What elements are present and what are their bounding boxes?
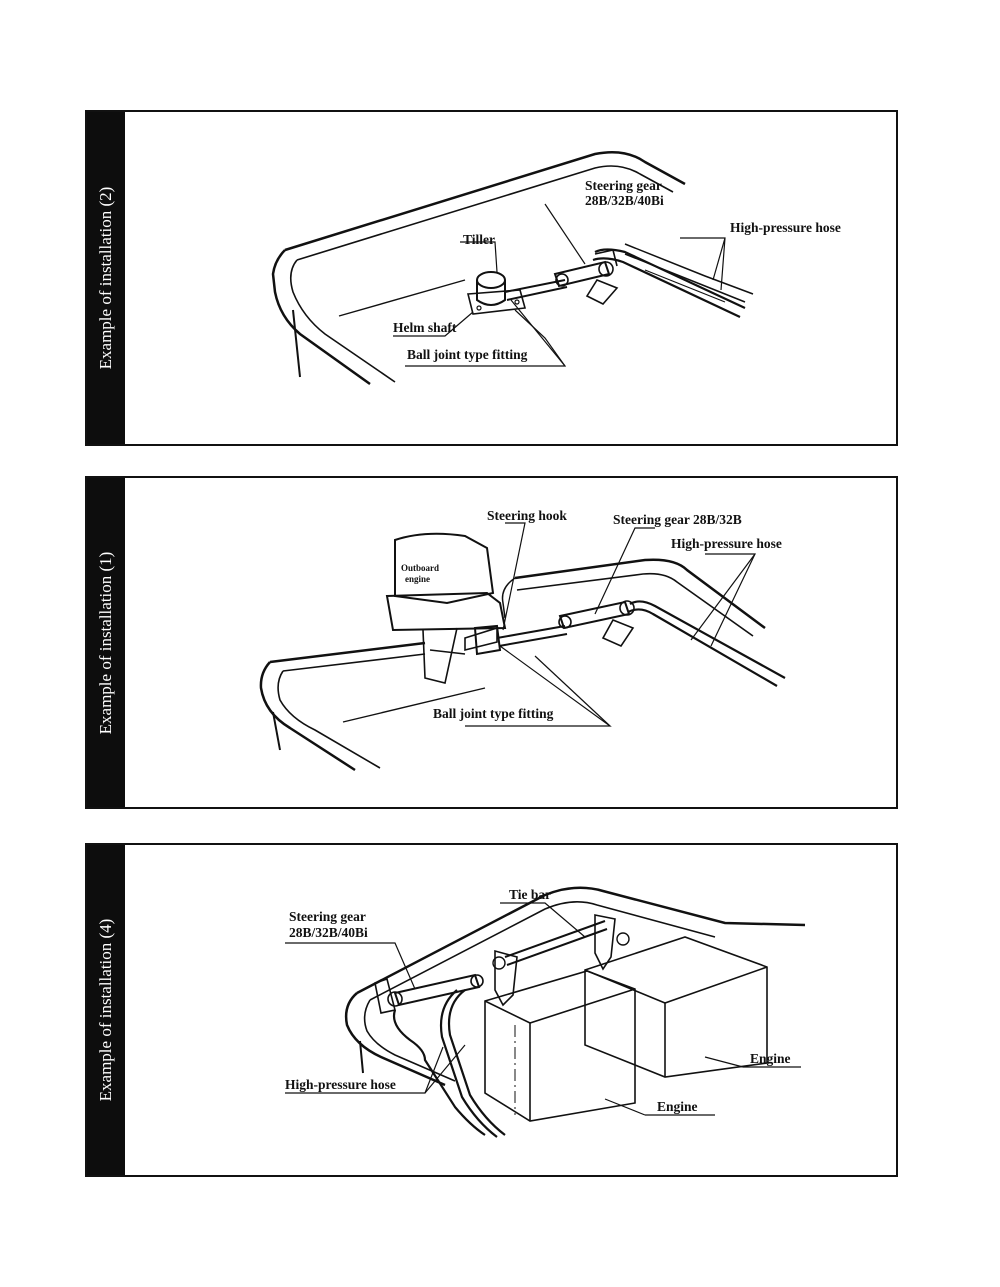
panel-title: Example of installation (2)	[96, 186, 115, 370]
label-high-pressure-hose: High-pressure hose	[285, 1077, 396, 1092]
boat-hull	[271, 151, 754, 386]
leader-lines	[285, 902, 801, 1116]
panel-sidebar: Example of installation (1)	[87, 478, 125, 807]
high-pressure-hose-lines	[627, 600, 786, 687]
steering-gear-cylinder	[553, 249, 619, 305]
label-engine: engine	[405, 574, 430, 584]
installation-panel-1: Example of installation (1)	[85, 476, 898, 809]
label-steering-gear-model: 28B/32B/40Bi	[289, 925, 368, 940]
label-steering-gear: Steering gear	[585, 178, 662, 193]
high-pressure-hose-lines	[392, 989, 506, 1138]
label-outboard: Outboard	[401, 563, 439, 573]
leader-lines	[393, 203, 726, 367]
panel-sidebar: Example of installation (4)	[87, 845, 125, 1175]
installation-diagram-2: Steering gear 28B/32B/40Bi Tiller High-p…	[271, 151, 841, 386]
label-steering-gear: Steering gear 28B/32B	[613, 512, 742, 527]
engine-right	[584, 936, 768, 1078]
tie-bar	[492, 914, 630, 1007]
steering-gear-cylinder	[374, 973, 484, 1014]
installation-panel-2: Example of installation (2)	[85, 110, 898, 446]
engine-left	[484, 970, 636, 1122]
label-tie-bar: Tie bar	[509, 887, 551, 902]
label-steering-gear: Steering gear	[289, 909, 366, 924]
outboard-engine	[385, 532, 507, 684]
panel-sidebar: Example of installation (2)	[87, 112, 125, 444]
steering-hook-assembly	[473, 624, 568, 656]
steering-gear-cylinder	[558, 600, 635, 648]
label-high-pressure-hose: High-pressure hose	[730, 220, 841, 235]
label-tiller: Tiller	[463, 232, 495, 247]
label-high-pressure-hose: High-pressure hose	[671, 536, 782, 551]
boat-hull	[259, 558, 766, 772]
installation-diagram-4: Tie bar Steering gear 28B/32B/40Bi High-…	[285, 886, 806, 1138]
tiller-assembly	[466, 271, 568, 315]
boat-hull	[344, 886, 806, 1087]
leader-lines	[465, 522, 756, 727]
label-helm-shaft: Helm shaft	[393, 320, 457, 335]
label-ball-joint: Ball joint type fitting	[407, 347, 528, 362]
panel-title: Example of installation (1)	[96, 551, 115, 734]
installation-diagram-1: Steering hook Steering gear 28B/32B High…	[259, 508, 786, 772]
installation-panel-4: Example of installation (4)	[85, 843, 898, 1177]
label-steering-gear-model: 28B/32B/40Bi	[585, 193, 664, 208]
label-ball-joint: Ball joint type fitting	[433, 706, 554, 721]
label-steering-hook: Steering hook	[487, 508, 567, 523]
label-engine-left: Engine	[657, 1099, 698, 1114]
panel-title: Example of installation (4)	[96, 918, 115, 1102]
label-engine-right: Engine	[750, 1051, 791, 1066]
high-pressure-hose-lines	[592, 248, 746, 318]
